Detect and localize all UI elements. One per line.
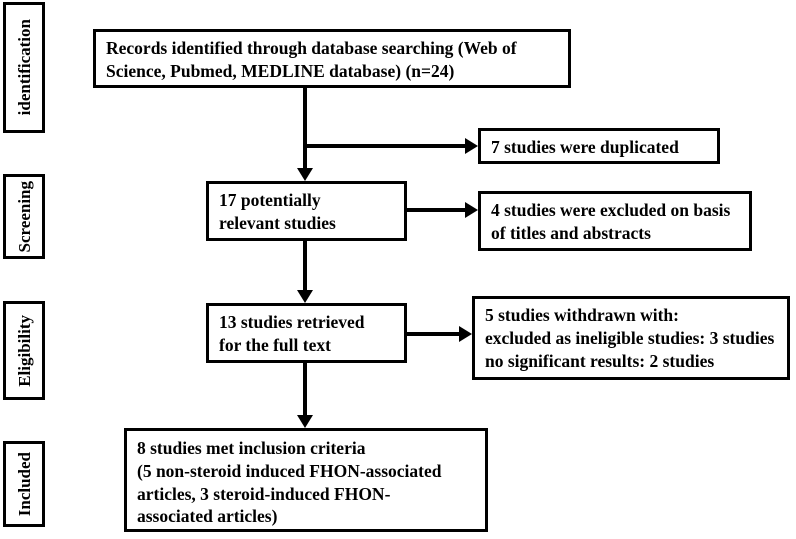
arrowhead-excluded-titles xyxy=(465,202,478,218)
connector-branch-excluded-titles xyxy=(407,208,465,212)
box-potentially-relevant: 17 potentially relevant studies xyxy=(206,181,407,241)
box-withdrawn: 5 studies withdrawn with: excluded as in… xyxy=(472,296,790,380)
box-full-text-retrieved: 13 studies retrieved for the full text xyxy=(206,303,407,363)
connector-branch-withdrawn xyxy=(407,332,459,336)
stage-box-eligibility: Eligibility xyxy=(3,301,45,400)
connector-fulltext-to-included xyxy=(303,363,307,415)
stage-label-identification: identification xyxy=(14,19,34,116)
arrowhead-duplicates xyxy=(465,138,478,154)
connector-branch-duplicates xyxy=(305,144,465,148)
stage-box-screening: Screening xyxy=(3,174,45,259)
box-records-identified: Records identified through database sear… xyxy=(93,29,571,88)
box-duplicates: 7 studies were duplicated xyxy=(478,128,720,164)
stage-label-eligibility: Eligibility xyxy=(14,314,34,387)
box-included-studies: 8 studies met inclusion criteria (5 non-… xyxy=(124,428,488,532)
arrowhead-relevant-to-fulltext xyxy=(297,290,313,303)
box-excluded-titles-abstracts: 4 studies were excluded on basis of titl… xyxy=(478,191,752,251)
stage-label-screening: Screening xyxy=(14,180,34,253)
connector-records-to-relevant xyxy=(303,88,307,168)
arrowhead-fulltext-to-included xyxy=(297,415,313,428)
stage-label-included: Included xyxy=(14,451,34,517)
stage-box-included: Included xyxy=(3,441,45,527)
stage-box-identification: identification xyxy=(3,2,45,133)
arrowhead-records-to-relevant xyxy=(297,168,313,181)
arrowhead-withdrawn xyxy=(459,326,472,342)
connector-relevant-to-fulltext xyxy=(303,241,307,290)
